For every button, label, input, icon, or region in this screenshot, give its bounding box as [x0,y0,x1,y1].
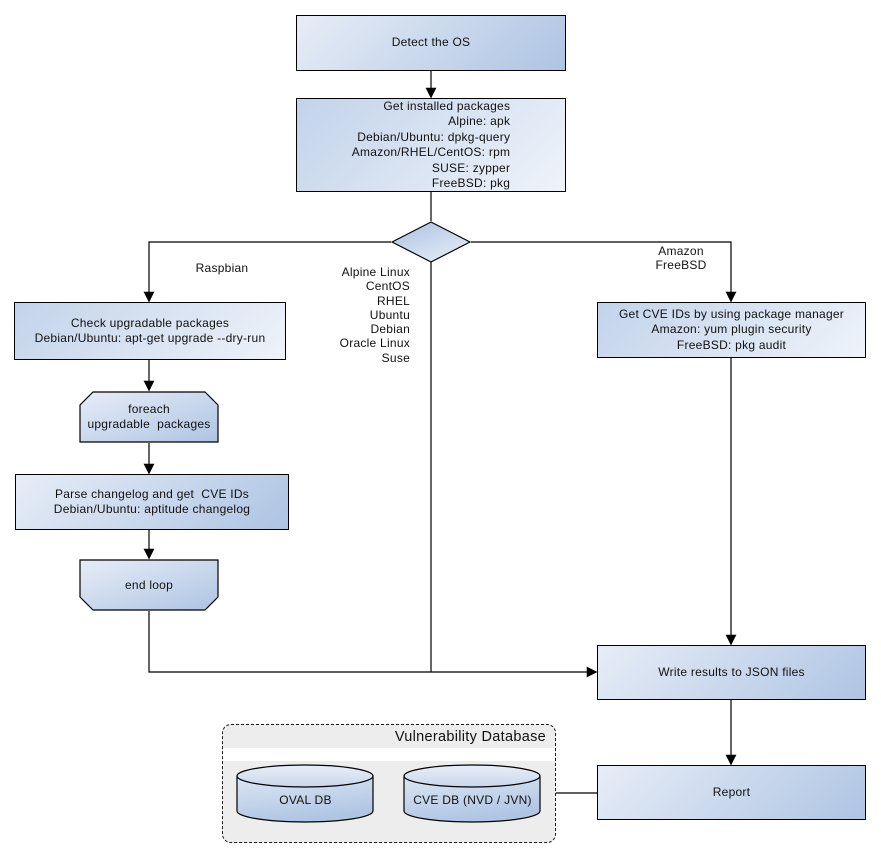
node-label: Write results to JSON files [658,664,805,679]
node-label: CVE DB (NVD / JVN) [413,792,532,807]
node-foreach-loop: foreach upgradable packages [79,391,219,443]
node-label: Parse changelog and get CVE IDs Debian/U… [53,486,251,517]
node-get-installed-packages: Get installed packages Alpine: apk Debia… [296,98,566,192]
node-label: end loop [124,577,174,592]
node-end-loop: end loop [79,559,219,611]
group-title-separator [223,748,555,761]
node-label: Check upgradable packages Debian/Ubuntu:… [34,315,266,346]
edge-label-amazon-freebsd: Amazon FreeBSD [655,244,707,273]
edge-label-raspbian: Raspbian [195,261,249,275]
edge-decision-to-check [143,241,391,303]
node-check-upgradable: Check upgradable packages Debian/Ubuntu:… [14,302,286,360]
diamond-shape [391,221,471,263]
node-get-cve-ids: Get CVE IDs by using package manager Ama… [597,302,866,358]
node-label: foreach upgradable packages [87,402,211,431]
edge-decision-to-getcve [471,241,737,303]
node-oval-db: OVAL DB [236,764,375,824]
database-cylinder-icon [403,764,541,823]
vulnerability-database-title: Vulnerability Database [394,728,546,745]
loop-begin-shape [79,391,219,443]
loop-end-shape [79,559,219,611]
node-report: Report [597,765,866,820]
node-detect-os: Detect the OS [296,15,566,71]
node-cve-db: CVE DB (NVD / JVN) [403,764,542,824]
node-label: Report [712,784,751,799]
database-cylinder-icon [236,764,374,823]
edge-endloop-to-write [148,611,598,678]
node-label: Get installed packages Alpine: apk Debia… [351,98,511,191]
node-label: OVAL DB [279,792,332,807]
node-label: Detect the OS [391,35,471,50]
edge-label-middle-os-list: Alpine Linux CentOS RHEL Ubuntu Debian O… [339,265,410,365]
node-os-decision-diamond [391,221,471,263]
node-write-results: Write results to JSON files [597,645,866,700]
node-label: Get CVE IDs by using package manager Ama… [618,306,845,352]
node-parse-changelog: Parse changelog and get CVE IDs Debian/U… [15,474,289,530]
